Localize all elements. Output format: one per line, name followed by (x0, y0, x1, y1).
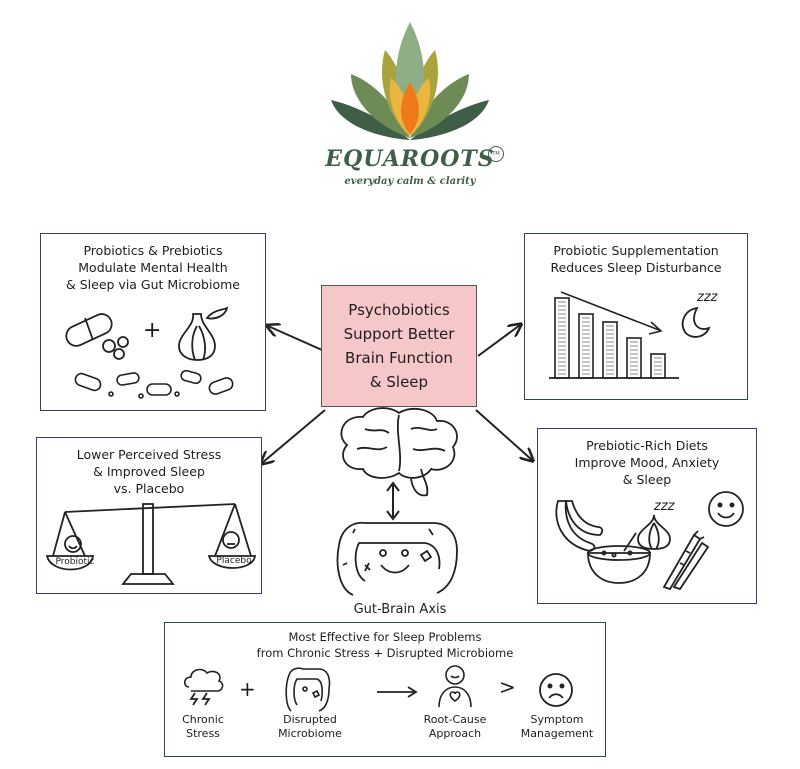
box-title-line: Probiotic Supplementation (553, 243, 719, 258)
moon-icon (681, 306, 711, 338)
box-title-line: Most Effective for Sleep Problems (288, 630, 482, 644)
lotus-petal-outer-left (331, 100, 410, 140)
box-title-line: Modulate Mental Health (78, 260, 228, 275)
box-title-line: Reduces Sleep Disturbance (550, 260, 722, 275)
label-line: Symptom (530, 713, 584, 726)
plus-text: + (239, 677, 256, 701)
sleep-zzz-text: zzz (697, 290, 718, 305)
box-title-line: & Improved Sleep (93, 464, 205, 479)
lotus-icon (331, 22, 489, 140)
sleep-zzz: zzz (697, 290, 717, 305)
root-cause-approach-label: Root-Cause Approach (413, 713, 497, 741)
brand-name-text: EQUAROOTS (325, 146, 495, 172)
box-title-line: Prebiotic-Rich Diets (586, 438, 708, 453)
center-line: & Sleep (369, 373, 429, 391)
plus-sign: + (239, 677, 256, 701)
balance-scale-icon (45, 503, 257, 585)
most-effective-box: Most Effective for Sleep Problems from C… (164, 622, 606, 757)
brain-icon (340, 407, 458, 497)
storm-cloud-icon (183, 668, 224, 706)
bowl-icon (587, 532, 651, 584)
trademark-text: TM (492, 151, 500, 157)
lotus-petal-outer-right (410, 100, 489, 140)
smiley-icon (708, 491, 744, 527)
declining-bar-chart (549, 291, 679, 379)
lotus-petal-mid-right (410, 74, 469, 138)
probiotic-supplementation-box: Probiotic Supplementation Reduces Sleep … (524, 233, 748, 400)
sleep-zzz-text: zzz (654, 499, 675, 514)
box-title-line: Probiotics & Prebiotics (83, 243, 223, 258)
sad-face-icon (539, 673, 573, 707)
garlic-icon (178, 306, 229, 361)
box-title-line: from Chronic Stress + Disrupted Microbio… (256, 646, 514, 660)
placebo-pan-text: Placebo (216, 556, 252, 566)
gut-brain-axis-text: Gut-Brain Axis (353, 602, 447, 617)
gut-icon (336, 521, 458, 596)
center-concept-title: Psychobiotics Support Better Brain Funct… (322, 298, 476, 394)
banana-icon (555, 500, 604, 552)
sleep-zzz: zzz (654, 499, 674, 514)
box-title-line: vs. Placebo (113, 481, 185, 496)
label-line: Management (520, 727, 594, 740)
plus-sign: + (143, 318, 161, 343)
symptom-management-label: Symptom Management (517, 713, 597, 741)
box-title: Most Effective for Sleep Problems from C… (165, 629, 605, 661)
label-line: Microbiome (278, 727, 342, 740)
prebiotic-diets-box: Prebiotic-Rich Diets Improve Mood, Anxie… (537, 428, 757, 604)
brand-logo: EQUAROOTS TM everyday calm & clarity (325, 18, 504, 190)
probiotic-pan-text: Probiotic (55, 557, 95, 567)
bacteria-icon (74, 369, 234, 399)
stress-placebo-box: Lower Perceived Stress & Improved Sleep … (36, 437, 262, 594)
brand-tagline: everyday calm & clarity (325, 176, 495, 187)
box-title: Probiotic Supplementation Reduces Sleep … (525, 242, 747, 276)
probiotic-pan-label: Probiotic (49, 557, 101, 567)
plus-text: + (143, 318, 162, 343)
box-title: Probiotics & Prebiotics Modulate Mental … (41, 242, 265, 293)
trend-arrow (560, 291, 663, 335)
probiotics-prebiotics-box: Probiotics & Prebiotics Modulate Mental … (40, 233, 266, 411)
center-line: Psychobiotics (348, 301, 450, 319)
box-title-line: Improve Mood, Anxiety (574, 455, 720, 470)
label-line: Stress (186, 727, 220, 740)
disrupted-gut-icon (285, 667, 331, 712)
center-line: Brain Function (345, 349, 453, 367)
arrow-to-top-right (477, 325, 520, 357)
placebo-pan-label: Placebo (211, 556, 257, 566)
greater-than-sign: > (499, 675, 516, 699)
gut-brain-axis-label: Gut-Brain Axis (330, 602, 470, 617)
box-title-line: Lower Perceived Stress (76, 447, 222, 462)
greater-than-text: > (499, 675, 516, 699)
brand-tagline-text: everyday calm & clarity (344, 176, 476, 187)
arrow-to-top-left (268, 326, 323, 351)
arrow-to-middle-right (475, 409, 532, 460)
label-line: Root-Cause (423, 713, 487, 726)
onion-icon (637, 514, 671, 550)
axis-double-arrow (386, 481, 400, 521)
box-title: Prebiotic-Rich Diets Improve Mood, Anxie… (538, 437, 756, 488)
lotus-petal-mid-left (351, 74, 410, 138)
capsule-icon (65, 313, 129, 360)
arrow-to-middle-left (262, 409, 326, 463)
disrupted-microbiome-label: Disrupted Microbiome (271, 713, 349, 741)
trademark-mark: TM (488, 146, 504, 162)
center-line: Support Better (343, 325, 455, 343)
brand-name: EQUAROOTS (325, 146, 495, 172)
gut-brain-illustration (336, 407, 458, 596)
center-concept-box: Psychobiotics Support Better Brain Funct… (321, 285, 477, 407)
lotus-petal-flame (400, 82, 420, 134)
asparagus-icon (662, 530, 710, 591)
box-title-line: & Sleep via Gut Microbiome (66, 277, 240, 292)
chronic-stress-label: Chronic Stress (169, 713, 237, 741)
box-title: Lower Perceived Stress & Improved Sleep … (37, 446, 261, 497)
box-title-line: & Sleep (622, 472, 672, 487)
person-heart-icon (438, 665, 472, 708)
process-arrow-icon (377, 686, 418, 698)
label-line: Approach (428, 727, 482, 740)
label-line: Disrupted (283, 713, 337, 726)
label-line: Chronic (182, 713, 224, 726)
